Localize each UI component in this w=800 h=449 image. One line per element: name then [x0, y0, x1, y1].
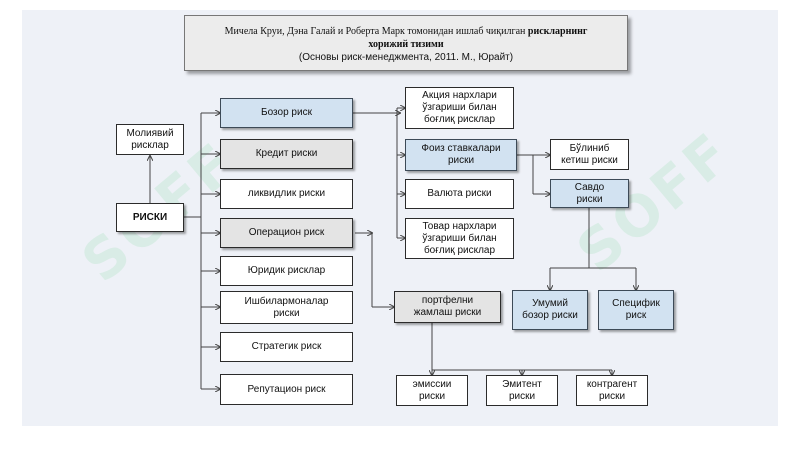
title-line1-bold: рискларнинг	[527, 26, 588, 37]
node-issue-risk: эмиссии риски	[396, 375, 468, 406]
node-operational-risk: Операцион риск	[220, 218, 353, 248]
node-trade-risk: Савдо риски	[550, 179, 629, 208]
title-source: (Основы риск-менеджмента, 2011. М., Юрай…	[298, 52, 514, 63]
title-line2: хорижий тизими	[368, 39, 444, 50]
node-financial-risks: Молиявий рисклар	[116, 124, 184, 155]
node-liquidity-risk: ликвидлик риски	[220, 179, 353, 209]
node-issuer-risk: Эмитент риски	[486, 375, 558, 406]
node-general-market-risk: Умумий бозор риски	[512, 290, 588, 330]
node-commodity-risk: Товар нархлари ўзгариши билан боғлиқ рис…	[405, 218, 514, 259]
node-business-risk: Ишбилармоналар риски	[220, 291, 353, 324]
node-strategic-risk: Стратегик риск	[220, 332, 353, 362]
node-portfolio-risk: портфелни жамлаш риски	[394, 291, 501, 323]
node-credit-risk: Кредит риски	[220, 139, 353, 169]
title-line1: Мичела Круи, Дэна Галай и Роберта Марк т…	[224, 26, 528, 37]
diagram-title: Мичела Круи, Дэна Галай и Роберта Марк т…	[184, 15, 628, 71]
node-market-risk: Бозор риск	[220, 98, 353, 128]
node-specific-risk: Специфик риск	[598, 290, 674, 330]
node-currency-risk: Валюта риски	[405, 179, 514, 209]
node-split-risk: Бўлиниб кетиш риски	[550, 139, 629, 170]
node-interest-rate-risk: Фоиз ставкалари риски	[405, 139, 517, 171]
node-counterparty-risk: контрагент риски	[576, 375, 648, 406]
node-risks-root: РИСКИ	[116, 203, 184, 232]
node-reputational-risk: Репутацион риск	[220, 374, 353, 405]
node-equity-risk: Акция нархлари ўзгариши билан боғлиқ рис…	[405, 87, 514, 129]
node-legal-risks: Юридик рисклар	[220, 256, 353, 286]
